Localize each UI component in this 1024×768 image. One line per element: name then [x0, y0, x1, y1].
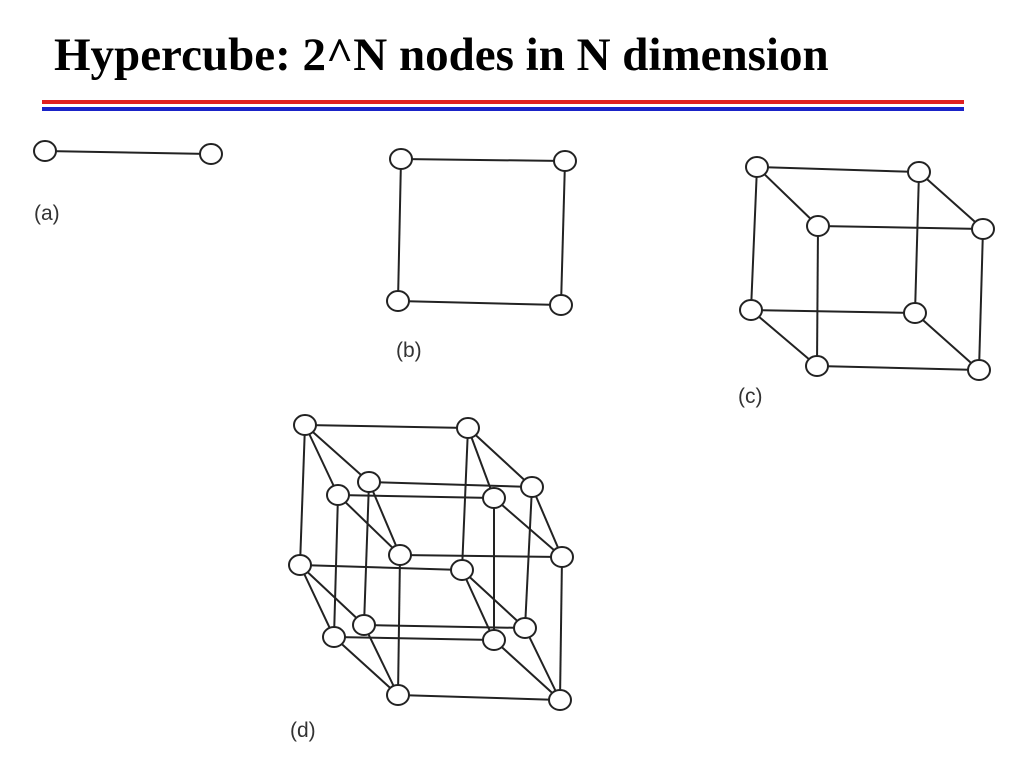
d-edge-1-3 [461, 427, 469, 571]
d-node-3 [450, 559, 474, 581]
label-a: (a) [34, 202, 60, 225]
d-node-8 [326, 484, 350, 506]
d-edge-9-13 [493, 497, 563, 558]
diagram-b-2d-hypercube [386, 148, 577, 316]
d-edge-4-5 [368, 481, 533, 488]
d-node-4 [357, 471, 381, 493]
c-edge-1-5 [918, 171, 984, 230]
a-edge-0-1 [44, 150, 212, 155]
d-edge-13-15 [559, 556, 563, 701]
diagram-a-1d-hypercube [33, 140, 223, 165]
c-edge-5-7 [978, 228, 984, 371]
c-node-6 [805, 355, 829, 377]
c-node-0 [745, 156, 769, 178]
d-node-15 [548, 689, 572, 711]
b-edge-1-3 [560, 160, 566, 306]
c-edge-2-3 [750, 309, 916, 314]
d-edge-8-9 [337, 494, 495, 499]
title-rule-red [42, 100, 964, 104]
a-node-1 [199, 143, 223, 165]
label-b: (b) [396, 339, 422, 362]
label-c: (c) [738, 385, 763, 408]
d-edge-12-13 [399, 554, 563, 558]
c-edge-6-7 [816, 365, 980, 371]
d-edge-4-6 [363, 481, 370, 626]
d-edge-3-11 [461, 569, 495, 641]
b-node-0 [389, 148, 413, 170]
c-node-1 [907, 161, 931, 183]
c-node-4 [806, 215, 830, 237]
c-edge-1-3 [914, 171, 920, 314]
c-edge-0-4 [756, 166, 819, 227]
slide-title: Hypercube: 2^N nodes in N dimension [54, 29, 829, 81]
c-edge-0-1 [756, 166, 920, 173]
d-node-10 [322, 626, 346, 648]
title-rule-blue [42, 107, 964, 111]
b-edge-2-3 [397, 300, 562, 306]
d-edge-2-10 [299, 564, 335, 638]
c-edge-2-6 [750, 309, 818, 367]
d-edge-6-14 [363, 624, 399, 696]
d-node-12 [388, 544, 412, 566]
d-edge-4-12 [368, 481, 401, 556]
d-edge-1-9 [467, 427, 495, 499]
d-edge-0-1 [304, 424, 469, 429]
d-edge-14-15 [397, 694, 561, 701]
c-node-2 [739, 299, 763, 321]
label-d: (d) [290, 719, 316, 742]
d-edge-11-15 [493, 639, 561, 701]
a-node-0 [33, 140, 57, 162]
d-node-2 [288, 554, 312, 576]
d-edge-8-10 [333, 494, 339, 638]
d-node-9 [482, 487, 506, 509]
b-edge-0-2 [397, 158, 402, 302]
d-node-5 [520, 476, 544, 498]
d-edge-10-11 [333, 636, 495, 641]
c-edge-4-6 [816, 225, 819, 367]
b-node-3 [549, 294, 573, 316]
c-node-3 [903, 302, 927, 324]
d-edge-0-8 [304, 424, 339, 496]
d-edge-7-15 [524, 627, 561, 701]
c-edge-3-7 [914, 312, 980, 371]
d-edge-0-4 [304, 424, 370, 483]
b-node-2 [386, 290, 410, 312]
d-edge-12-14 [397, 554, 401, 696]
d-edge-0-2 [299, 424, 306, 566]
d-edge-1-5 [467, 427, 533, 488]
c-edge-4-5 [817, 225, 984, 230]
d-node-14 [386, 684, 410, 706]
d-edge-8-12 [337, 494, 401, 556]
d-edge-2-6 [299, 564, 365, 626]
d-node-0 [293, 414, 317, 436]
d-edge-2-3 [299, 564, 463, 571]
d-edge-5-13 [531, 486, 563, 558]
d-node-6 [352, 614, 376, 636]
b-node-1 [553, 150, 577, 172]
d-node-11 [482, 629, 506, 651]
diagram-c-3d-hypercube [739, 156, 995, 381]
c-edge-0-2 [750, 166, 758, 311]
d-node-1 [456, 417, 480, 439]
d-node-13 [550, 546, 574, 568]
b-edge-0-1 [400, 158, 566, 162]
d-edge-6-7 [363, 624, 526, 629]
diagram-d-4d-hypercube [288, 414, 574, 711]
d-node-7 [513, 617, 537, 639]
c-node-5 [971, 218, 995, 240]
d-edge-10-14 [333, 636, 399, 696]
c-node-7 [967, 359, 991, 381]
